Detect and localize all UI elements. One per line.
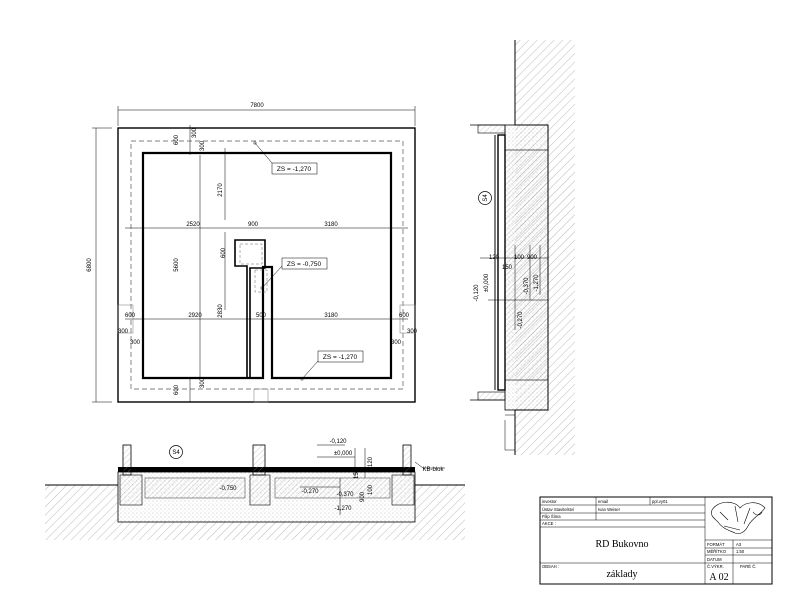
tb-project-name: RD Bukovno [595, 539, 648, 550]
bottom-kb-blok: KB-blok [422, 467, 444, 473]
plan-dim-2830: 2830 [218, 304, 224, 318]
university-logo-icon [711, 501, 766, 534]
plan-dim-600-b: 600 [221, 247, 227, 258]
tb-content-label: OBSAH : [542, 564, 559, 569]
tb-date-label: DATUM [707, 557, 722, 562]
plan-dim-2920: 2920 [188, 313, 202, 319]
tb-part-label: PARÉ Č. [740, 564, 756, 569]
plan-dim-300-a: 300 [192, 127, 198, 138]
tb-format-value: A3 [736, 542, 742, 547]
plan-dim-2520: 2520 [186, 222, 200, 228]
plan-dim-600-right: 600 [399, 313, 410, 319]
right-dim-900: 900 [527, 255, 538, 261]
bottom-dim-150: 150 [354, 468, 360, 479]
plan-dim-600-bot: 600 [174, 384, 180, 395]
tb-akce-label: AKCE : [542, 521, 556, 526]
plan-dim-300-left: 300 [118, 329, 129, 335]
bottom-lvl-m1270: -1,270 [334, 506, 352, 512]
plan-zs-label-2: ZS = -0,750 [287, 261, 322, 268]
right-lvl-m0370: -0,370 [524, 277, 530, 295]
right-lvl-m1270: -1,270 [534, 274, 540, 292]
right-dim-150: 150 [502, 265, 513, 271]
plan-dim-600-left: 600 [125, 313, 136, 319]
tb-investor-value: email [598, 499, 608, 504]
plan-dim-300-bot: 300 [200, 377, 206, 388]
bottom-lvl-m0270: -0,270 [301, 489, 319, 495]
tb-staff-label: Ústav Stavitelství [542, 507, 575, 512]
tb-format-label: FORMÁT [707, 542, 725, 547]
plan-dim-top: 7800 [250, 103, 264, 109]
right-s4-marker: S4 [483, 194, 489, 202]
tb-scale-value: 1:50 [736, 549, 745, 554]
plan-dim-3180-top: 3180 [324, 222, 338, 228]
bottom-s4-marker: S4 [172, 450, 180, 456]
plan-dim-500: 500 [256, 313, 267, 319]
tb-scale-label: MĚŘÍTKO [707, 549, 727, 554]
bottom-dim-900: 900 [360, 491, 366, 502]
section-bottom: S4 -0,120 ±0,000 120 150 900 100 -0,750 … [45, 439, 465, 540]
right-lvl-m0120: -0,120 [474, 284, 480, 302]
plan-dim-300-lower-right: 300 [391, 340, 402, 346]
plan-dim-300-lower-left: 300 [130, 340, 141, 346]
plan-zs-label-3: ZS = -1,270 [323, 354, 358, 361]
plan-dim-300-b: 300 [200, 140, 206, 151]
bottom-dim-100: 100 [368, 484, 374, 495]
right-dim-120: 120 [489, 255, 500, 261]
tb-author-label: Filip Šíma [542, 514, 561, 519]
tb-content-value: základy [606, 569, 637, 580]
tb-investor-col3: ppl.vy01 [652, 499, 668, 504]
plan-view: 7800 6800 2170 2520 900 3180 5600 600 60… [87, 103, 418, 403]
bottom-dim-120: 120 [368, 456, 374, 467]
tb-staff-value: Ivan Weiser [598, 507, 621, 512]
bottom-lvl-m0120: -0,120 [329, 439, 347, 445]
section-right: S4 120 150 100 900 -0,120 ±0,000 -0,370 … [470, 40, 575, 455]
tb-drawing-no-label: Č.VÝKR. [707, 564, 724, 569]
plan-dim-5600: 5600 [174, 258, 180, 272]
plan-dim-2170: 2170 [218, 183, 224, 197]
title-block: investor email ppl.vy01 Ústav Stavitelst… [539, 496, 773, 585]
plan-zs-label-1: ZS = -1,270 [277, 166, 312, 173]
plan-dim-left: 6800 [87, 258, 93, 272]
right-lvl-0000: ±0,000 [484, 273, 490, 292]
plan-dim-3180-mid: 3180 [324, 313, 338, 319]
plan-dim-600-a: 600 [174, 134, 180, 145]
bottom-lvl-m0750: -0,750 [219, 486, 237, 492]
right-lvl-m0270: -0,270 [518, 311, 524, 329]
tb-drawing-no-value: A 02 [709, 572, 728, 583]
tb-investor-label: investor [542, 499, 557, 504]
bottom-lvl-0000: ±0,000 [334, 451, 353, 457]
plan-dim-300-right: 300 [407, 329, 418, 335]
right-dim-100: 100 [514, 255, 525, 261]
plan-dim-900: 900 [248, 222, 259, 228]
bottom-lvl-m0370: -0,370 [336, 492, 354, 498]
